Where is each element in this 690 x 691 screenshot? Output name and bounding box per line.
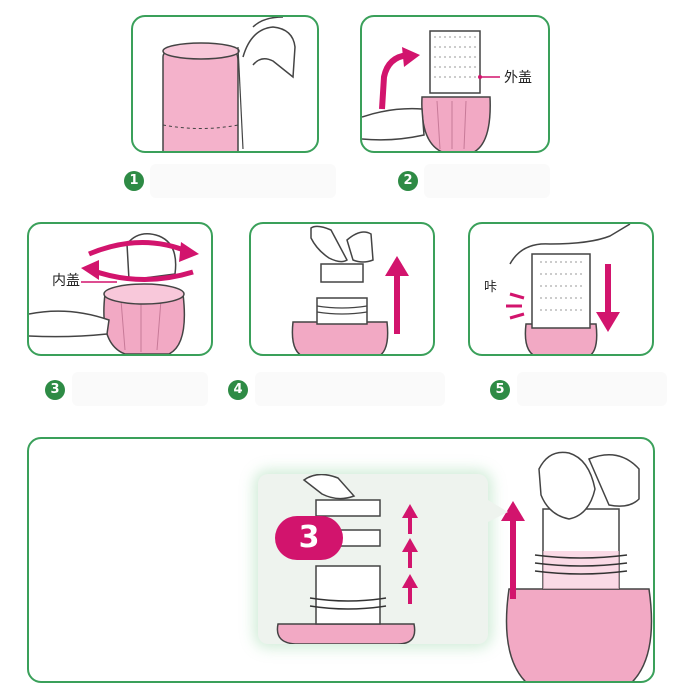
step-5-caption [517,372,667,406]
step-4-number: 4 [228,380,248,400]
detail-bottle-illustration [501,451,653,681]
step-2-caption [424,164,550,198]
step-4-panel [249,222,435,356]
step-5-panel: 咔 [468,222,654,356]
outer-lid-label: 外盖 [504,70,532,86]
step-3-panel: 内盖 [27,222,213,356]
step-3-illustration [29,233,199,354]
step-4-caption [255,372,445,406]
step-3-caption [72,372,208,406]
step-5-illustration [506,224,631,354]
step-1-caption [150,164,336,198]
step-1-panel [131,15,319,153]
step-1-number: 1 [124,171,144,191]
inner-lid-label: 内盖 [52,273,80,289]
step-5-number: 5 [490,380,510,400]
step-2-illustration [362,30,500,151]
click-sound-label: 咔 [484,280,498,295]
step-3-number: 3 [45,380,65,400]
step-2-number: 2 [398,171,418,191]
step-3-badge: 3 [275,516,343,560]
step-2-panel: 外盖 [360,15,550,153]
step-4-illustration [291,225,409,354]
step-1-illustration [162,17,296,151]
